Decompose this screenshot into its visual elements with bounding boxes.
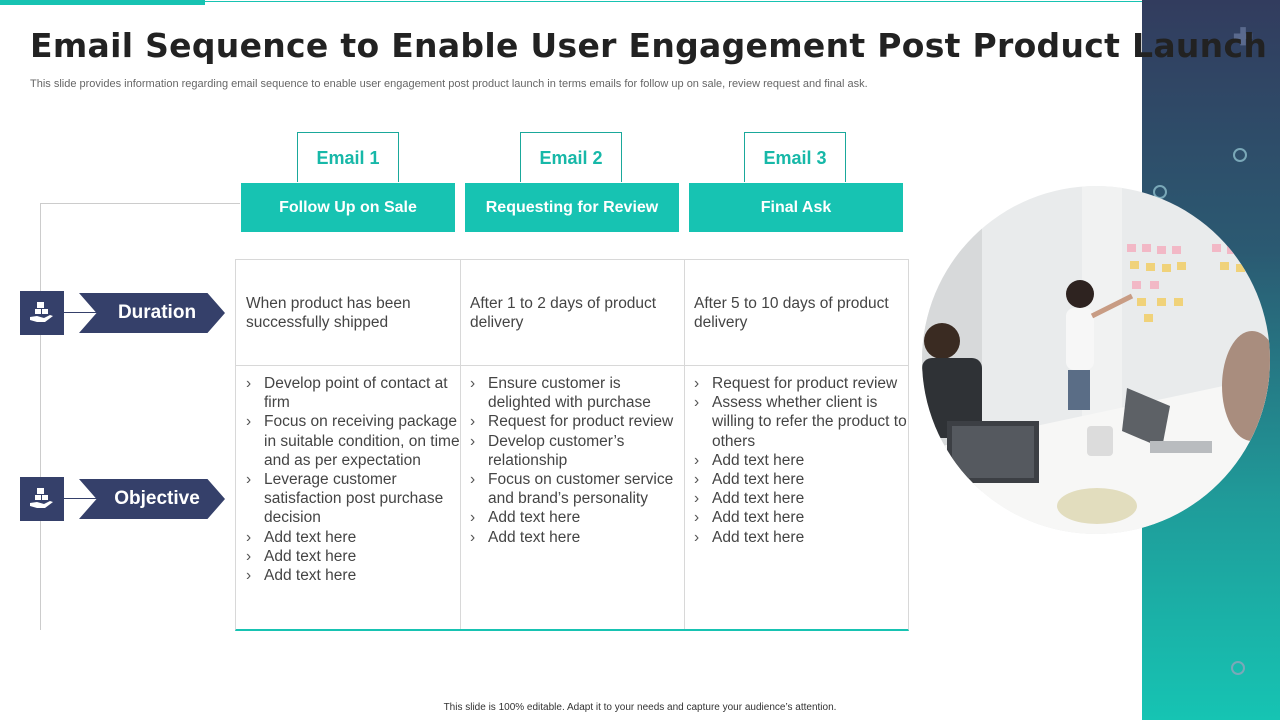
objective-cell-email-2: Ensure customer is delighted with purcha… [470, 374, 684, 547]
email-2-tab: Email 2 [520, 132, 622, 182]
ring-icon [1233, 148, 1247, 162]
objective-cell-email-3: Request for product review Assess whethe… [694, 374, 908, 547]
objective-list: Request for product review Assess whethe… [694, 374, 908, 547]
list-item: Request for product review [694, 374, 908, 393]
list-item: Ensure customer is delighted with purcha… [470, 374, 684, 412]
plus-icon: ✚ [1233, 24, 1254, 51]
email-2-header: Requesting for Review [465, 183, 679, 232]
list-item: Add text here [246, 528, 460, 547]
email-3-tab: Email 3 [744, 132, 846, 182]
list-item: Request for product review [470, 412, 684, 431]
row-divider [236, 365, 908, 366]
objective-cell-email-1: Develop point of contact at firm Focus o… [246, 374, 460, 585]
list-item: Add text here [246, 547, 460, 566]
objective-row-label: Objective [20, 477, 225, 521]
connector-vertical-line [40, 203, 41, 630]
top-accent-bar [0, 0, 205, 5]
objective-label: Objective [79, 479, 225, 519]
list-item: Focus on customer service and brand’s pe… [470, 470, 684, 508]
list-item: Add text here [694, 528, 908, 547]
list-item: Develop point of contact at firm [246, 374, 460, 412]
slide-footer: This slide is 100% editable. Adapt it to… [443, 702, 837, 713]
top-accent-line [205, 1, 1142, 2]
office-meeting-photo [922, 186, 1270, 534]
slide-title: Email Sequence to Enable User Engagement… [30, 26, 1268, 65]
list-item: Focus on receiving package in suitable c… [246, 412, 460, 470]
list-item: Add text here [694, 489, 908, 508]
email-1-tab: Email 1 [297, 132, 399, 182]
connector-horizontal-line [40, 203, 240, 204]
list-item: Add text here [246, 566, 460, 585]
list-item: Assess whether client is willing to refe… [694, 393, 908, 451]
hand-boxes-icon [20, 477, 64, 521]
list-item: Add text here [694, 508, 908, 527]
duration-cell-email-2: After 1 to 2 days of product delivery [470, 295, 657, 332]
duration-row-label: Duration [20, 291, 225, 335]
ring-icon [1231, 661, 1245, 675]
duration-label: Duration [79, 293, 225, 333]
duration-cell-email-3: After 5 to 10 days of product delivery [694, 295, 889, 332]
email-1-header: Follow Up on Sale [241, 183, 455, 232]
hand-boxes-icon [20, 291, 64, 335]
list-item: Develop customer’s relationship [470, 432, 684, 470]
duration-cell-email-1: When product has been successfully shipp… [246, 295, 411, 332]
objective-list: Ensure customer is delighted with purcha… [470, 374, 684, 547]
row-connector [64, 498, 100, 499]
list-item: Add text here [470, 528, 684, 547]
list-item: Add text here [694, 451, 908, 470]
list-item: Add text here [694, 470, 908, 489]
column-divider [684, 260, 685, 629]
column-divider [460, 260, 461, 629]
email-3-header: Final Ask [689, 183, 903, 232]
list-item: Leverage customer satisfaction post purc… [246, 470, 460, 528]
email-sequence-table: When product has been successfully shipp… [235, 259, 909, 631]
objective-list: Develop point of contact at firm Focus o… [246, 374, 460, 585]
slide-subtitle: This slide provides information regardin… [30, 78, 868, 90]
list-item: Add text here [470, 508, 684, 527]
row-connector [64, 312, 100, 313]
